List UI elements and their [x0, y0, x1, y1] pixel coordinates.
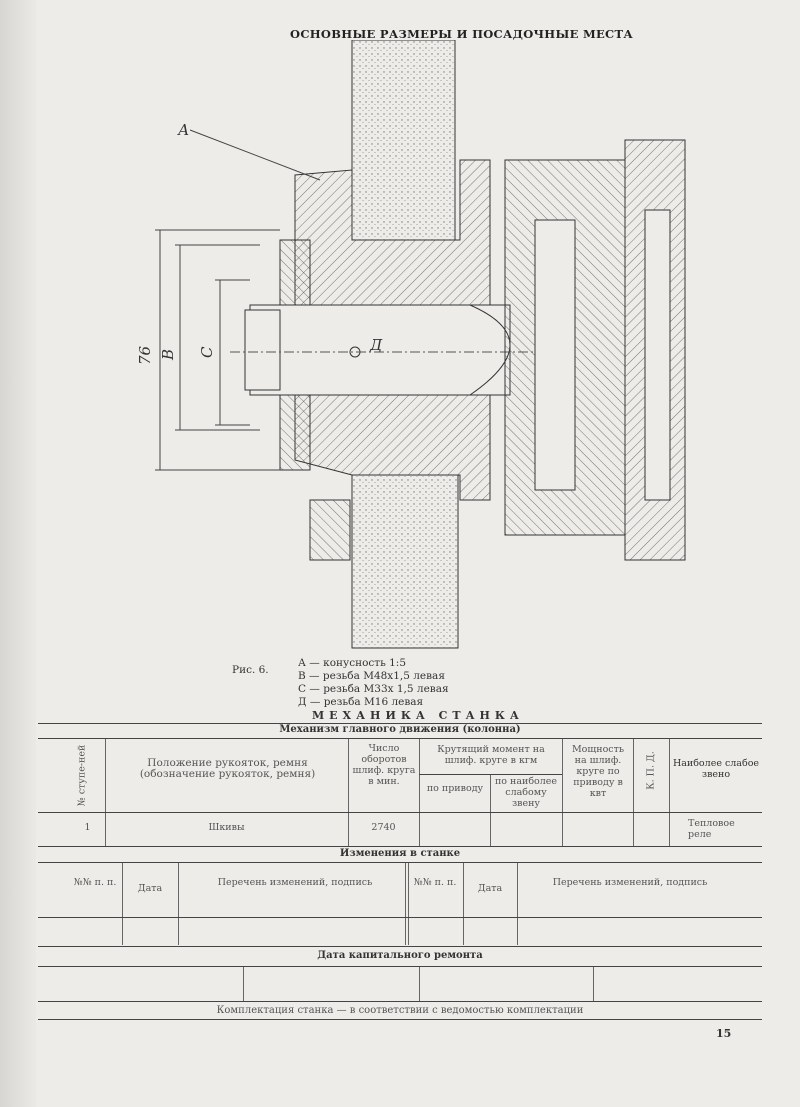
- grinding-wheel-upper: [351, 40, 456, 241]
- legend-item: А — конусность 1:5: [298, 657, 407, 669]
- legend-item: В — резьба М48х1,5 левая: [298, 670, 445, 682]
- grinding-wheel-lower: [351, 474, 459, 649]
- header-efficiency: К. П. Д.: [645, 751, 657, 790]
- label-d: Д: [369, 336, 383, 354]
- changes-title: Изменения в станке: [339, 848, 461, 859]
- dimension-lines: [155, 129, 321, 471]
- header-rpm: Число оборотов шлиф. круга в мин.: [352, 743, 416, 787]
- right-housing: [504, 139, 686, 561]
- spindle-assembly-drawing: А 76 В С Д: [136, 40, 686, 649]
- header-step-no: № ступе-ней: [76, 744, 88, 807]
- label-76: 76: [136, 345, 154, 365]
- main-motion-title: Механизм главного движения (колонна): [279, 724, 521, 735]
- completeness-note: Комплектация станка — в соответствии с в…: [216, 1005, 584, 1016]
- overhaul-title: Дата капитального ремонта: [317, 950, 483, 961]
- legend-item: С — резьба М33х 1,5 левая: [298, 683, 449, 695]
- header-torque-drive: по приводу: [426, 783, 484, 794]
- page-number: 15: [716, 1027, 732, 1040]
- book-spine-shadow: [0, 0, 36, 1107]
- label-b: В: [159, 349, 177, 361]
- spindle-shaft: [230, 304, 550, 396]
- page-title: ОСНОВНЫЕ РАЗМЕРЫ И ПОСАДОЧНЫЕ МЕСТА: [290, 27, 634, 41]
- section-title: МЕХАНИКА СТАНКА: [312, 709, 524, 722]
- header-weakest: Наиболее слабое звено: [672, 758, 760, 780]
- figure-legend: А — конусность 1:5 В — резьба М48х1,5 ле…: [298, 657, 449, 709]
- label-a: А: [177, 121, 189, 139]
- header-torque: Крутящий момент на шлиф. круге в кгм: [437, 744, 545, 766]
- label-c: С: [198, 346, 216, 358]
- header-power: Мощность на шлиф. круге по приводу в квт: [571, 744, 625, 799]
- header-torque-weak: по наиболее слабому звену: [494, 776, 558, 809]
- header-position: Положение рукояток, ремня (обозначение р…: [139, 757, 316, 780]
- legend-item: Д — резьба М16 левая: [298, 696, 424, 708]
- figure-ref: Рис. 6.: [232, 664, 269, 676]
